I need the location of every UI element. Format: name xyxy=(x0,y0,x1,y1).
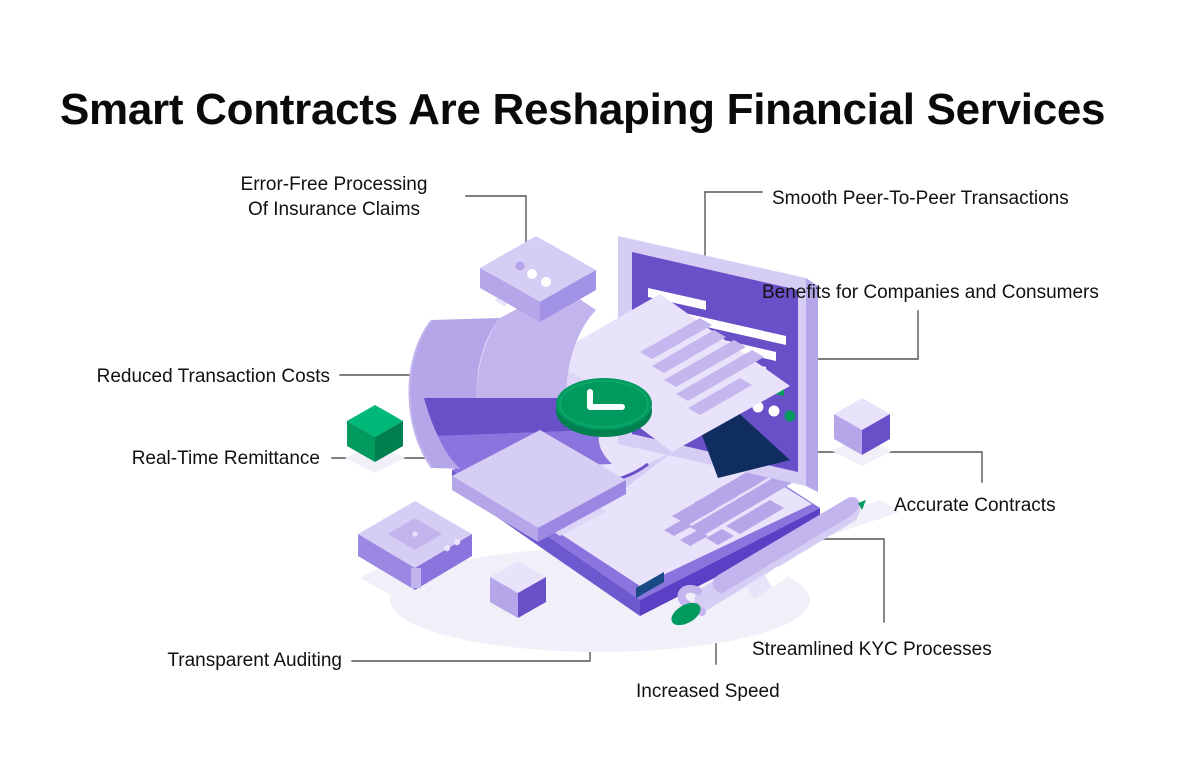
laptop xyxy=(452,386,820,616)
connector-lines xyxy=(331,191,983,665)
pen xyxy=(671,496,866,626)
laptop-screen xyxy=(618,236,818,492)
page-title: Smart Contracts Are Reshaping Financial … xyxy=(60,85,1106,135)
floor-shadows xyxy=(345,436,900,652)
callout-benefits-companies-consumers: Benefits for Companies and Consumers xyxy=(762,282,1099,303)
cube-green xyxy=(347,405,403,462)
laptop-keyboard xyxy=(664,461,792,546)
callout-error-free-processing: Error-Free Processing Of Insurance Claim… xyxy=(240,174,428,221)
callout-real-time-remittance: Real-Time Remittance xyxy=(131,448,320,469)
callout-streamlined-kyc: Streamlined KYC Processes xyxy=(752,639,992,660)
callout-smooth-peer-to-peer: Smooth Peer-To-Peer Transactions xyxy=(772,188,1069,209)
cube-purple-bottom xyxy=(490,561,546,618)
clock-seal xyxy=(556,378,652,437)
printer-body xyxy=(408,286,626,542)
callout-reduced-transaction-costs: Reduced Transaction Costs xyxy=(96,366,330,387)
callout-transparent-auditing: Transparent Auditing xyxy=(167,650,342,671)
cube-purple-right xyxy=(834,398,890,455)
contract-document xyxy=(510,294,790,505)
callout-increased-speed: Increased Speed xyxy=(636,681,780,702)
card-reader xyxy=(480,236,596,322)
callout-accurate-contracts: Accurate Contracts xyxy=(894,495,1056,516)
router-box xyxy=(358,501,472,590)
